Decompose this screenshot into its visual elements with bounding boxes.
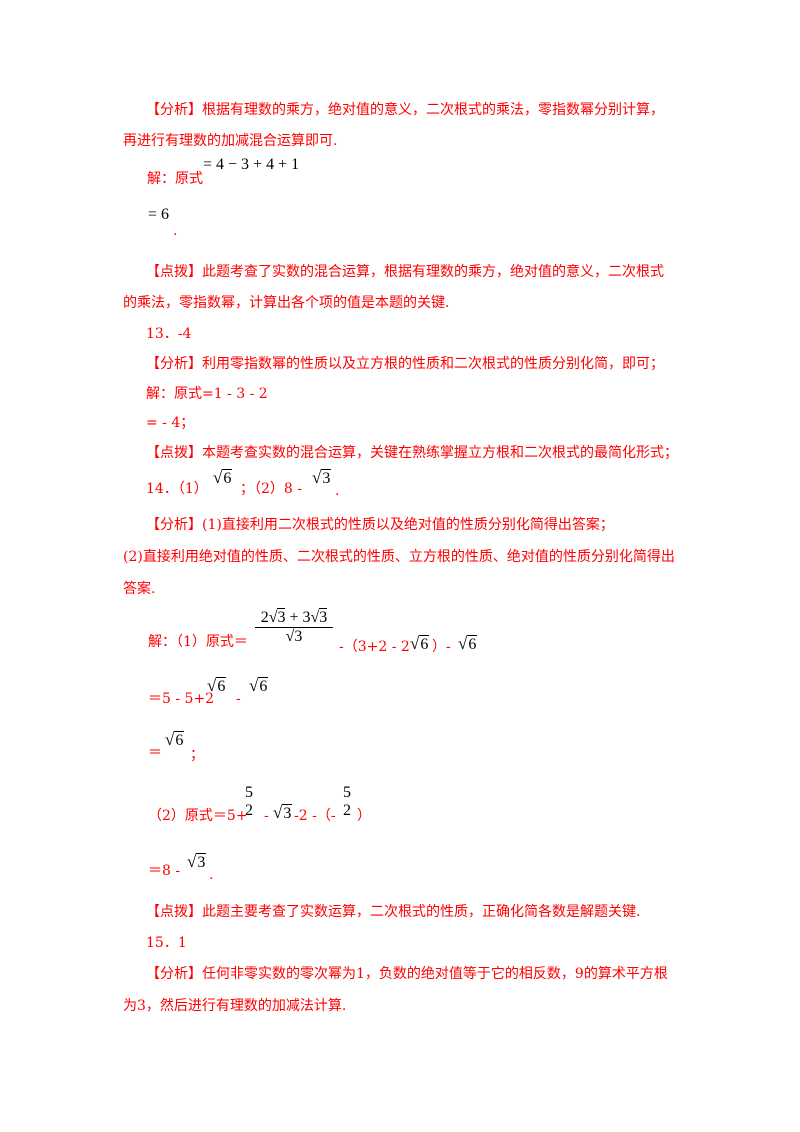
q14-sol2-sqrt: √3 [273, 803, 293, 822]
q15-analysis-line2: 为3，然后进行有理数的加减法计算. [123, 998, 347, 1014]
q14-sol2-close: ） [357, 808, 371, 824]
q14-sol1-step3-sqrt: √6 [165, 730, 185, 749]
q14-sol1-step3-end: ； [190, 747, 204, 763]
q14-ans1-sqrt: √6 [213, 468, 233, 487]
fraction-denominator: √3 [285, 627, 303, 645]
q14-end: . [335, 483, 340, 499]
q14-analysis-line1: 【分析】(1)直接利用二次根式的性质以及绝对值的性质分别化简得出答案； [146, 517, 614, 533]
q14-number: 14．（1） [146, 481, 208, 497]
q14-tip-line1: 【点拨】此题主要考查了实数运算，二次根式的性质，正确化简各数是解题关键. [146, 904, 641, 920]
q14-sol1-fraction: 2√3 + 3√3 √3 [255, 608, 333, 646]
q14-sol1-step3-prefix: ＝ [148, 745, 162, 761]
q14-sol2-frac2: 5 2 [343, 784, 351, 819]
q14-sep: ；（2）8 - [240, 481, 302, 497]
q13-tip-line1: 【点拨】本题考查实数的混合运算，关键在熟练掌握立方根和二次根式的最简化形式； [146, 445, 678, 461]
q14-sol1-step2-prefix: ＝5 - 5+2 [148, 691, 215, 707]
q14-sol1-mid-sqrt: √6 [410, 634, 430, 653]
q14-sol1-prefix: 解：（1）原式＝ [148, 634, 248, 650]
analysis-label: 【分析】 [146, 517, 202, 533]
tip-label: 【点拨】 [146, 264, 202, 280]
q13-solution-line1: 解：原式=1 - 3 - 2 [146, 386, 268, 402]
q12-tip-line1: 【点拨】此题考查了实数的混合运算，根据有理数的乘方，绝对值的意义，二次根式 [146, 264, 664, 280]
q14-sol1-close: ）- [432, 639, 451, 655]
analysis-label: 【分析】 [146, 966, 202, 982]
q14-sol2-mid: -2 -（- [294, 808, 336, 824]
q12-solution-label: 解：原式 [147, 171, 203, 187]
tip-label: 【点拨】 [146, 445, 202, 461]
tip-label: 【点拨】 [146, 904, 202, 920]
q14-sol2-step2-sqrt: √3 [187, 852, 207, 871]
q14-sol2-frac1: 5 2 [245, 784, 253, 819]
q14-sol1-mid: -（3+2 - 2 [339, 639, 410, 655]
q12-analysis-line2: 再进行有理数的加减混合运算即可. [123, 133, 338, 149]
q12-solution-end: . [173, 223, 178, 239]
q14-sol1-end-sqrt: √6 [458, 634, 478, 653]
q12-tip-line2: 的乘法，零指数幂，计算出各个项的值是本题的关键. [123, 295, 450, 311]
analysis-label: 【分析】 [146, 102, 202, 118]
q14-analysis-line3: 答案. [123, 581, 156, 597]
q13-analysis-line1: 【分析】利用零指数幂的性质以及立方根的性质和二次根式的性质分别化简，即可； [146, 356, 664, 372]
q15-number: 15．1 [146, 935, 187, 951]
analysis-label: 【分析】 [146, 356, 202, 372]
fraction-numerator: 2√3 + 3√3 [260, 608, 328, 626]
q12-analysis-line1: 【分析】根据有理数的乘方，绝对值的意义，二次根式的乘法，零指数幂分别计算， [146, 102, 664, 118]
q12-solution-expr2: = 6 [148, 206, 170, 223]
q14-sol2-step2-end: . [209, 867, 214, 883]
q13-number: 13．-4 [146, 326, 192, 342]
q14-sol1-step2-minus: - [236, 691, 241, 707]
q14-sol2-prefix: （2）原式＝5+ [148, 808, 248, 824]
q14-ans2-sqrt: √3 [312, 468, 332, 487]
q15-analysis-line1: 【分析】任何非零实数的零次幂为1，负数的绝对值等于它的相反数，9的算术平方根 [146, 966, 668, 982]
q14-sol2-step2-prefix: ＝8 - [148, 863, 181, 879]
fraction-bar [255, 627, 333, 628]
q14-sol1-step2-sqrt2: √6 [249, 676, 269, 695]
q12-solution-expr1: = 4 − 3 + 4 + 1 [203, 156, 300, 173]
q14-sol1-step2-sqrt: √6 [207, 676, 227, 695]
q14-sol2-minus: - [264, 808, 269, 824]
q13-solution-line2: = - 4； [146, 415, 195, 431]
q14-analysis-line2: (2)直接利用绝对值的性质、二次根式的性质、立方根的性质、绝对值的性质分别化简得… [123, 549, 675, 565]
